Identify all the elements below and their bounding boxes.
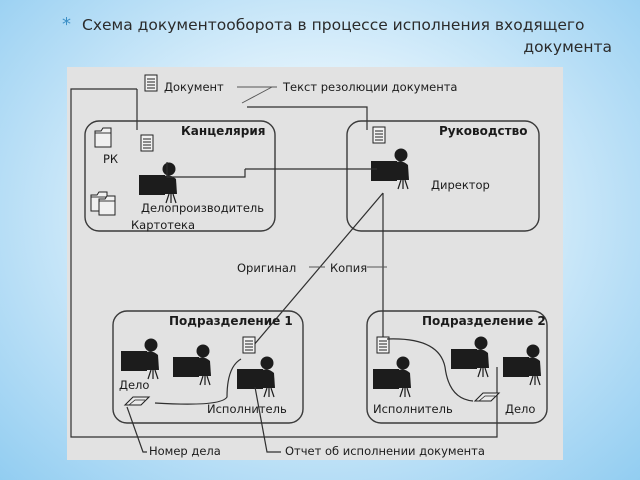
case-number-label: Номер дела <box>149 444 221 458</box>
original-label: Оригинал <box>237 261 296 275</box>
office-frame <box>84 120 276 232</box>
folder-icon <box>98 195 116 216</box>
division1-title: Подразделение 1 <box>169 314 293 328</box>
clerk-label: Делопроизводитель <box>141 201 264 215</box>
employee-icon <box>120 337 160 380</box>
resolution-text-label: Текст резолюции документа <box>282 80 457 94</box>
slide-title: Схема документооборота в процессе исполн… <box>52 14 612 58</box>
bottom-leaders <box>126 386 281 453</box>
office-title: Канцелярия <box>181 124 265 138</box>
clerk-icon <box>138 161 178 204</box>
division2-title: Подразделение 2 <box>422 314 546 328</box>
rk-label: РК <box>103 152 118 166</box>
director-to-division1 <box>246 192 384 354</box>
division1-case-label: Дело <box>119 378 149 392</box>
division2-case-label: Дело <box>505 402 535 416</box>
slide-title-line-1: Схема документооборота в процессе исполн… <box>82 16 585 34</box>
document-icon <box>372 126 386 144</box>
document-flow-diagram: Документ Текст резолюции документа Канце… <box>67 67 563 460</box>
slide-title-line-2: документа <box>523 38 612 56</box>
division2-frame <box>366 310 548 424</box>
director-label: Директор <box>431 178 490 192</box>
management-frame <box>346 120 540 232</box>
title-bullet: * <box>62 14 71 35</box>
label-leader <box>237 86 277 104</box>
copy-label: Копия <box>330 261 367 275</box>
diagram-canvas: Документ Текст резолюции документа Канце… <box>70 74 548 458</box>
executor-icon <box>372 355 412 398</box>
employee-icon <box>502 343 542 386</box>
division1-executor-label: Исполнитель <box>207 402 287 416</box>
document-icon <box>242 336 256 354</box>
document-icon <box>144 74 158 92</box>
office-management-connector <box>166 162 377 178</box>
executor2-to-case-connector <box>386 338 474 402</box>
document-icon <box>140 134 154 152</box>
card-index-label: Картотека <box>131 218 195 232</box>
outer-connector <box>70 88 498 438</box>
top-connector <box>136 89 368 130</box>
division2-executor-label: Исполнитель <box>373 402 453 416</box>
folder-icon <box>94 127 112 148</box>
case-tray-icon <box>124 396 150 406</box>
executor1-to-case-connector <box>154 358 242 405</box>
division1-frame <box>112 310 304 424</box>
case-tray-icon <box>474 392 500 402</box>
report-label: Отчет об исполнении документа <box>285 444 485 458</box>
document-label: Документ <box>164 80 224 94</box>
employee-icon <box>172 343 212 386</box>
management-title: Руководство <box>439 124 527 138</box>
employee-icon <box>450 335 490 378</box>
